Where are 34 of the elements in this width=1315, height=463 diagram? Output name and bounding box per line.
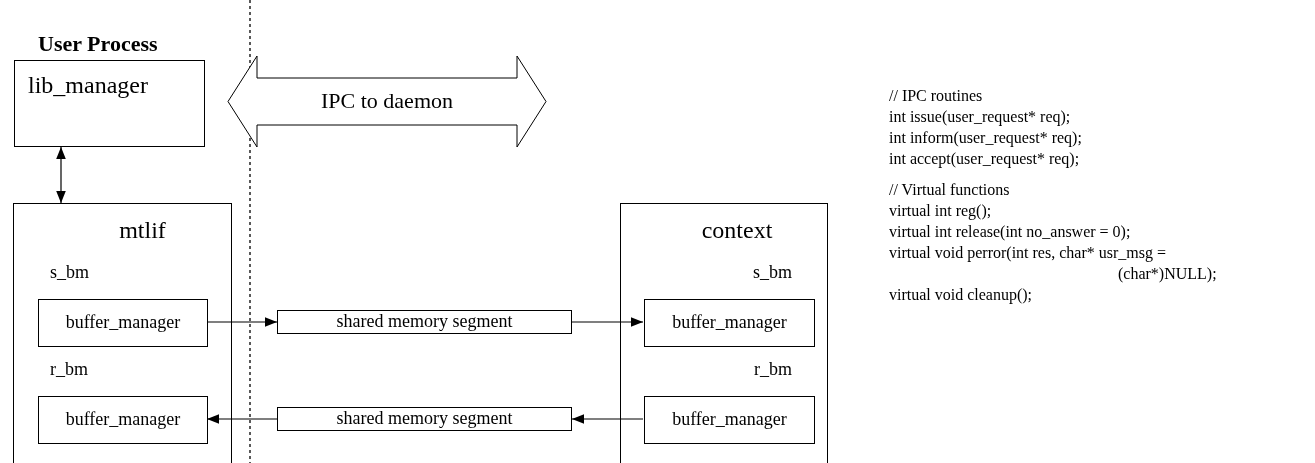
component-box <box>13 203 232 463</box>
member-name: s_bm <box>50 262 89 283</box>
component-box <box>620 203 828 463</box>
node-label: buffer_manager <box>672 410 787 430</box>
member-name: r_bm <box>754 359 792 380</box>
arrow <box>206 317 278 327</box>
code-line: int issue(user_request* req); <box>889 107 1072 128</box>
node-label: shared memory segment <box>336 409 513 429</box>
code-line: virtual int release(int no_answer = 0); <box>889 222 1132 243</box>
code-line: virtual int reg(); <box>889 201 993 222</box>
arrow <box>571 317 644 327</box>
arrow <box>206 414 278 424</box>
code-line: int inform(user_request* req); <box>889 128 1083 149</box>
node-label: lib_manager <box>28 72 148 99</box>
code-line: virtual void cleanup(); <box>889 285 1034 306</box>
component-box <box>14 60 205 147</box>
node-label: mtlif <box>119 217 166 244</box>
arrow <box>56 146 66 204</box>
component-box <box>277 310 572 334</box>
member-name: s_bm <box>753 262 792 283</box>
node-label: context <box>701 217 773 244</box>
code-line: // IPC routines <box>889 86 984 106</box>
component-box <box>277 407 572 431</box>
node-label: buffer_manager <box>65 410 181 430</box>
diagram-title: User Process <box>38 31 158 57</box>
node-label: buffer_manager <box>672 313 787 333</box>
code-line: // Virtual functions <box>889 180 1011 200</box>
node-label: buffer_manager <box>65 313 181 333</box>
code-line: virtual void perror(int res, char* usr_msg = (char*)NULL); <box>889 243 1218 285</box>
code-line: int accept(user_request* req); <box>889 149 1081 170</box>
node-label: shared memory segment <box>336 312 513 332</box>
arrow <box>571 414 644 424</box>
node-label: IPC to daemon <box>321 88 453 114</box>
member-name: r_bm <box>50 359 88 380</box>
